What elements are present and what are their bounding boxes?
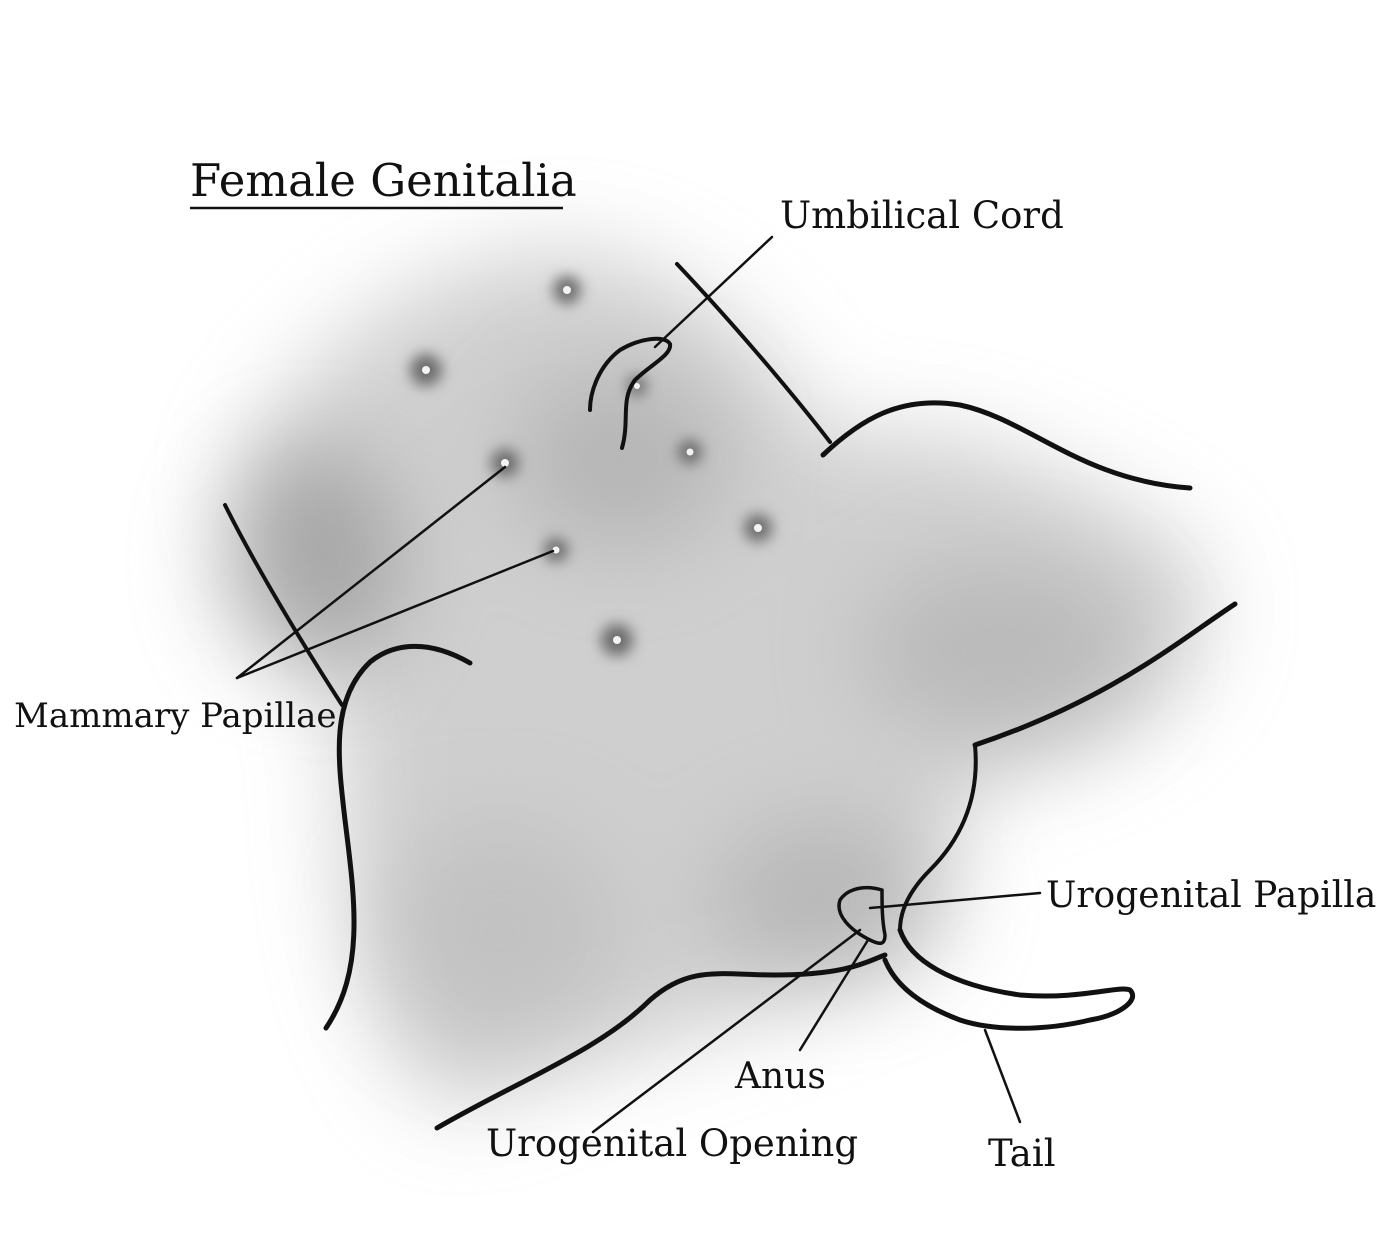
mammary-papillae-label: Mammary Papillae xyxy=(14,696,337,736)
mammary-leader-lower xyxy=(235,549,555,680)
anus-leader xyxy=(798,938,870,1052)
umbilical-cord-outline xyxy=(588,336,672,450)
right-inner-outline xyxy=(898,743,978,932)
umbilical-cord-label: Umbilical Cord xyxy=(780,194,1064,237)
mammary-leader-upper xyxy=(235,465,507,680)
right-flank-line xyxy=(675,262,832,444)
urogenital-papilla-leader xyxy=(868,891,1042,910)
leader-lines xyxy=(235,235,1042,1134)
anus-label: Anus xyxy=(734,1056,826,1097)
bottom-outline xyxy=(434,952,888,1131)
tail-outline xyxy=(882,927,1135,1031)
darker-shading xyxy=(220,370,1140,1040)
tail-leader xyxy=(983,1028,1022,1124)
tail-label: Tail xyxy=(988,1132,1056,1175)
left-flank-line xyxy=(223,503,344,707)
body-outline xyxy=(223,262,1238,1131)
urogenital-opening-leader xyxy=(591,928,862,1134)
left-hind-leg-outline xyxy=(323,643,473,1031)
urogenital-papilla-outline xyxy=(837,886,887,945)
diagram-title: Female Genitalia xyxy=(190,154,577,207)
umbilical-cord-leader xyxy=(653,235,774,349)
labels: Female Genitalia Umbilical Cord Mammary … xyxy=(14,154,1376,1175)
urogenital-papilla-label: Urogenital Papilla xyxy=(1046,875,1376,916)
right-hind-leg-outline xyxy=(820,400,1193,491)
right-leg-lower-outline xyxy=(972,601,1238,748)
urogenital-opening-label: Urogenital Opening xyxy=(486,1122,858,1165)
